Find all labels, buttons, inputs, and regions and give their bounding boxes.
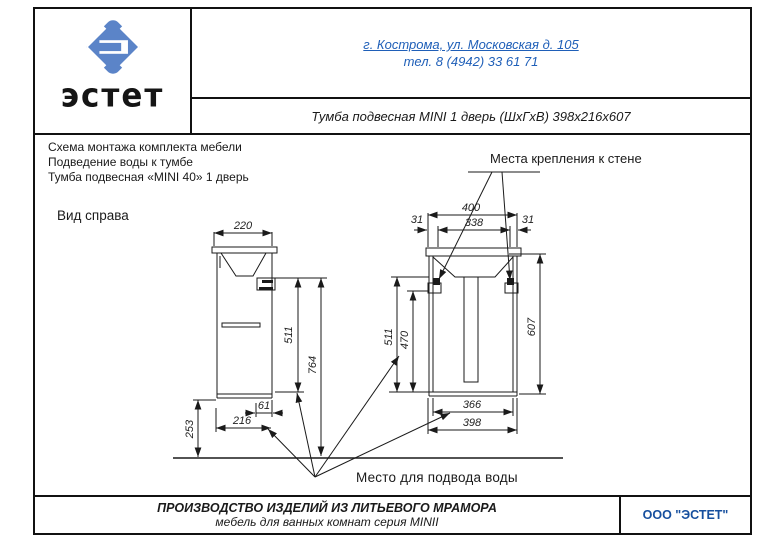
view-label: Вид справа	[57, 208, 129, 223]
footer-line2: мебель для ванных комнат серия MINII	[215, 515, 439, 529]
footer-line1: ПРОИЗВОДСТВО ИЗДЕЛИЙ ИЗ ЛИТЬЕВОГО МРАМОР…	[157, 501, 497, 515]
estet-logo-icon	[83, 20, 142, 74]
footer-block: ПРОИЗВОДСТВО ИЗДЕЛИЙ ИЗ ЛИТЬЕВОГО МРАМОР…	[35, 495, 750, 533]
title-block: Тумба подвесная MINI 1 дверь (ШхГхВ) 398…	[192, 99, 750, 135]
footer-text: ПРОИЗВОДСТВО ИЗДЕЛИЙ ИЗ ЛИТЬЕВОГО МРАМОР…	[35, 497, 619, 533]
logo-wordmark: эстет	[60, 77, 165, 115]
notes-block: Схема монтажа комплекта мебели Подведени…	[48, 140, 249, 185]
company-name: ООО "ЭСТЕТ"	[619, 497, 750, 533]
address-block: г. Кострома, ул. Московская д. 105 тел. …	[192, 9, 750, 99]
address-line: г. Кострома, ул. Московская д. 105	[363, 37, 579, 52]
note-line1: Схема монтажа комплекта мебели	[48, 140, 242, 154]
product-title: Тумба подвесная MINI 1 дверь (ШхГхВ) 398…	[311, 108, 631, 124]
phone-line: тел. 8 (4942) 33 61 71	[403, 54, 539, 69]
wall-mount-label: Места крепления к стене	[490, 151, 642, 166]
note-line3: Тумба подвесная «MINI 40» 1 дверь	[48, 170, 249, 184]
logo-block: эстет	[35, 9, 192, 135]
sheet-border: эстет г. Кострома, ул. Московская д. 105…	[33, 7, 752, 535]
note-line2: Подведение воды к тумбе	[48, 155, 193, 169]
water-supply-label: Место для подвода воды	[356, 470, 518, 485]
